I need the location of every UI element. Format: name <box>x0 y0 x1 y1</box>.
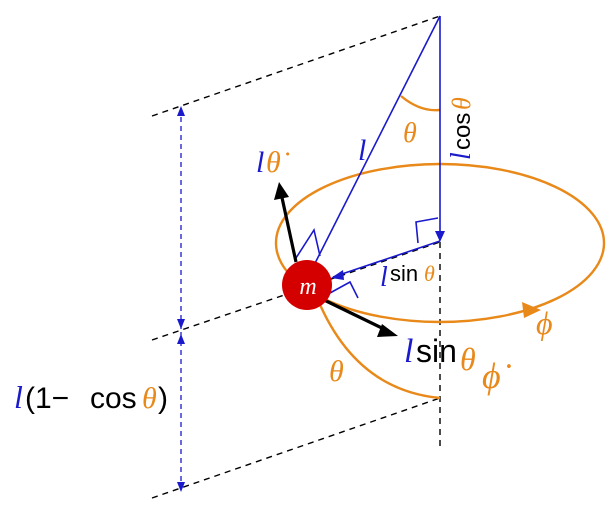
mass-label: m <box>299 274 316 300</box>
right-angle-marker <box>415 217 439 244</box>
arrowhead-mid-up <box>177 334 185 344</box>
lcos-l: l <box>446 152 477 160</box>
theta-dot-velocity-arrow <box>279 192 298 263</box>
theta-arc-top <box>400 95 441 112</box>
theta-dot-label: l θ̇ <box>256 146 290 179</box>
lsin-l: l <box>380 262 388 293</box>
phi-dot-arrowhead <box>377 324 398 337</box>
theta-top-label: θ <box>403 118 417 149</box>
pendulum-mass <box>282 260 332 310</box>
arrowhead-bottom-down <box>177 482 185 492</box>
phi-tangent-marker <box>329 280 359 299</box>
lsinphi-sin: sin <box>416 333 457 369</box>
lcos-label: l cos θ <box>446 97 477 160</box>
phi-label: ϕ <box>536 305 553 341</box>
theta-bottom-label: θ <box>329 355 344 388</box>
lsin-label: l sin θ <box>380 261 435 293</box>
phi-dot-velocity-arrow <box>319 296 387 332</box>
lcos-theta: θ <box>447 97 476 110</box>
height-label: l (1− cos θ ) <box>14 379 168 415</box>
height-cos: cos <box>90 382 137 415</box>
lsinphi-phidot: ϕ̇ <box>482 356 512 396</box>
lcos-arrowhead <box>435 231 445 242</box>
height-one-minus: (1− <box>25 382 69 415</box>
thetadot-theta: θ̇ <box>266 146 290 179</box>
dimension-arrowheads <box>177 106 185 492</box>
height-theta: θ <box>142 382 157 415</box>
theta-arc-bottom <box>316 299 441 400</box>
lsin-theta: θ <box>424 261 435 286</box>
lsin-sin: sin <box>390 261 418 286</box>
dashed-guide-lines <box>151 15 441 499</box>
lsin-arrowhead <box>331 270 344 280</box>
pendulum-rod <box>303 15 441 286</box>
middle-plane-edge <box>151 241 441 341</box>
lsin-phidot-label: l sin θ ϕ̇ <box>404 333 512 396</box>
theta-dot-arrowhead <box>274 182 289 200</box>
lsinphi-l: l <box>404 333 413 370</box>
pendulum-geometry <box>295 15 441 299</box>
lsinphi-theta: θ <box>460 341 476 377</box>
phi-orbit-arrowhead <box>522 302 541 318</box>
rod-length-label: l <box>358 134 366 167</box>
lsin-radius <box>332 240 441 278</box>
lcos-cos: cos <box>449 113 476 150</box>
height-close: ) <box>158 382 168 415</box>
top-plane-edge <box>151 15 441 117</box>
height-l: l <box>14 379 23 415</box>
arrowhead-mid-down <box>177 319 185 329</box>
rod-tangent-marker <box>295 227 321 259</box>
arrowhead-top-up <box>177 106 185 116</box>
thetadot-l: l <box>256 146 264 179</box>
bottom-plane-edge <box>151 397 441 499</box>
